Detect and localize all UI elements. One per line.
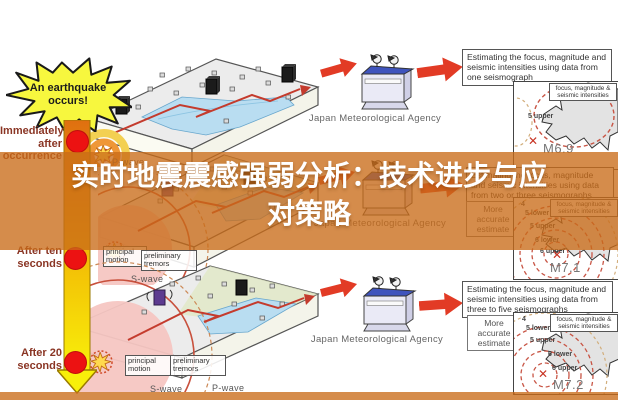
intensity-label: 5 lower xyxy=(526,325,551,332)
burst-icon xyxy=(6,57,132,132)
stage-label-after-20-seconds: After 20 seconds xyxy=(0,347,62,372)
burst-line1: An earthquake xyxy=(29,82,107,94)
intensity-label: 5 upper xyxy=(528,113,554,120)
intensity-label: 4 xyxy=(522,316,526,323)
title-overlay-band xyxy=(0,152,618,250)
s-wave-label-row2: S-wave xyxy=(131,274,164,284)
stage1-line2: after xyxy=(38,137,62,150)
preliminary-tremors-label-row3: preliminary tremors xyxy=(170,355,226,376)
agency-label-row3: Japan Meteorological Agency xyxy=(310,334,444,345)
seismograph-icon xyxy=(363,276,416,332)
stage2-line2: seconds xyxy=(17,257,62,270)
p-wave-label-row3: P-wave xyxy=(212,383,245,393)
title-line-1: 实时地震震感强弱分析：技术进步与应 xyxy=(70,160,547,191)
flow-arrow-icon xyxy=(415,54,465,86)
flow-arrow-icon xyxy=(318,274,360,303)
intensity-label: 6 upper xyxy=(540,248,566,255)
epicenter-x-icon: ✕ xyxy=(528,134,539,148)
flow-arrow-icon xyxy=(418,291,464,318)
map-badge-row3: focus, magnitude & seismic intensities xyxy=(550,314,618,333)
burst-line2: occurs! xyxy=(48,94,88,107)
magnitude-label-row3: M7.2 xyxy=(553,377,584,392)
epicenter-x-icon: ✕ xyxy=(538,367,549,381)
principal-motion-label-row3: principal motion xyxy=(125,355,175,376)
map-box-row1: focus, magnitude & seismic intensities 5… xyxy=(513,81,618,170)
timeline-dot-2 xyxy=(64,247,87,270)
timeline-dot-3 xyxy=(64,351,87,374)
earthquake-burst-label: An earthquake occurs! xyxy=(12,82,124,107)
magnitude-label-row2: M7.1 xyxy=(550,260,581,275)
s-wave-label-row3: S-wave xyxy=(150,384,183,394)
agency-label-row1: Japan Meteorological Agency xyxy=(308,113,442,124)
page-title: 实时地震震感强弱分析：技术进步与应 对策略 xyxy=(0,157,618,233)
intensity-label: 5 upper xyxy=(530,337,556,344)
bottom-orange-strip xyxy=(0,392,618,400)
intensity-label: 6 lower xyxy=(548,351,573,358)
map-box-row3: focus, magnitude & seismic intensities 4… xyxy=(513,312,618,395)
preliminary-tremors-label-row2: preliminary tremors xyxy=(141,250,197,271)
intensity-label: 6 upper xyxy=(552,365,578,372)
map-badge-row1: focus, magnitude & seismic intensities xyxy=(549,83,617,102)
stage3-line1: After 20 xyxy=(21,347,62,359)
stage1-line1: Immediately xyxy=(0,125,64,137)
seismograph-icon xyxy=(361,54,414,110)
timeline-dot-1 xyxy=(66,130,89,153)
title-line-2: 对策略 xyxy=(266,198,351,229)
epicenter-x-icon: ✕ xyxy=(552,248,563,262)
stage3-line2: seconds xyxy=(17,359,62,372)
